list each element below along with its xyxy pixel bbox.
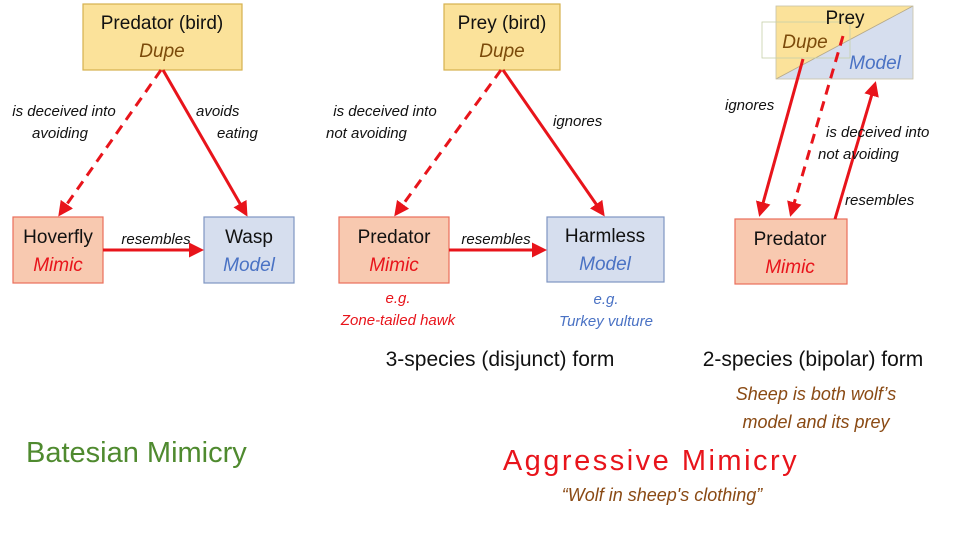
prey-ghost-frame [761,21,851,59]
disjunct-ignores-label: ignores [553,113,603,130]
batesian-dupe-role: Dupe [139,41,184,62]
disjunct-deceived-label-2: not avoiding [326,125,408,142]
disjunct-mimic-box: Predator Mimic [338,216,450,284]
batesian-dupe-box: Predator (bird) Dupe [82,3,243,71]
disjunct-mimic-eg: e.g. [385,290,410,307]
bipolar-mimic-name: Predator [754,229,828,250]
disjunct-mimic-example: Zone-tailed hawk [340,312,457,329]
bipolar-prey-model-role: Model [849,53,902,74]
batesian-model-name: Wasp [225,227,273,248]
aggressive-subtitle: “Wolf in sheep's clothing” [562,485,764,505]
bipolar-resembles-label: resembles [845,192,915,209]
disjunct-caption: 3-species (disjunct) form [386,348,615,371]
disjunct-model-role: Model [579,254,632,275]
bipolar-note-1: Sheep is both wolf’s [736,384,896,404]
batesian-dupe-name: Predator (bird) [101,13,224,34]
batesian-resembles-label: resembles [121,231,191,248]
batesian-avoids-arrow [161,69,248,217]
batesian-mimic-box: Hoverfly Mimic [12,216,104,284]
bipolar-section: Prey Dupe Model Predator Mimic ignores i… [703,5,929,432]
disjunct-ignores-arrow [501,69,605,217]
disjunct-section: Prey (bird) Dupe Predator Mimic Harmless… [326,3,665,371]
disjunct-resembles-label: resembles [461,231,531,248]
batesian-deceived-label-1: is deceived into [12,103,115,120]
bipolar-prey-box: Prey Dupe Model [761,5,914,80]
bipolar-mimic-role: Mimic [765,257,815,278]
batesian-deceived-arrow [58,69,163,217]
disjunct-model-example: Turkey vulture [559,313,653,330]
bipolar-resembles-arrow [833,81,879,220]
disjunct-mimic-name: Predator [358,227,432,248]
bipolar-ignores-label: ignores [725,97,775,114]
disjunct-model-name: Harmless [565,226,645,247]
disjunct-model-eg: e.g. [593,291,618,308]
disjunct-dupe-name: Prey (bird) [458,13,547,34]
bipolar-prey-dupe-role: Dupe [782,32,827,53]
bipolar-caption: 2-species (bipolar) form [703,348,924,371]
bipolar-deceived-label-2: not avoiding [818,146,900,163]
disjunct-deceived-arrow [394,69,503,217]
disjunct-dupe-role: Dupe [479,41,524,62]
batesian-avoids-label-2: eating [217,125,259,142]
bipolar-note-2: model and its prey [742,412,890,432]
batesian-title: Batesian Mimicry [26,437,247,469]
bipolar-ignores-arrow [755,58,805,217]
aggressive-title: Aggressive Mimicry [503,445,799,477]
disjunct-deceived-label-1: is deceived into [333,103,436,120]
bipolar-deceived-arrow [787,35,845,217]
batesian-section: Predator (bird) Dupe Hoverfly Mimic Wasp… [12,3,295,469]
batesian-deceived-label-2: avoiding [32,125,89,142]
bipolar-prey-name: Prey [825,8,865,29]
batesian-mimic-role: Mimic [33,255,83,276]
batesian-avoids-label-1: avoids [196,103,240,120]
disjunct-mimic-role: Mimic [369,255,419,276]
disjunct-dupe-box: Prey (bird) Dupe [443,3,561,71]
batesian-mimic-name: Hoverfly [23,227,93,248]
bipolar-deceived-label-1: is deceived into [826,124,929,141]
bipolar-mimic-box: Predator Mimic [734,218,848,285]
batesian-model-box: Wasp Model [203,216,295,284]
batesian-model-role: Model [223,255,276,276]
disjunct-model-box: Harmless Model [546,216,665,283]
